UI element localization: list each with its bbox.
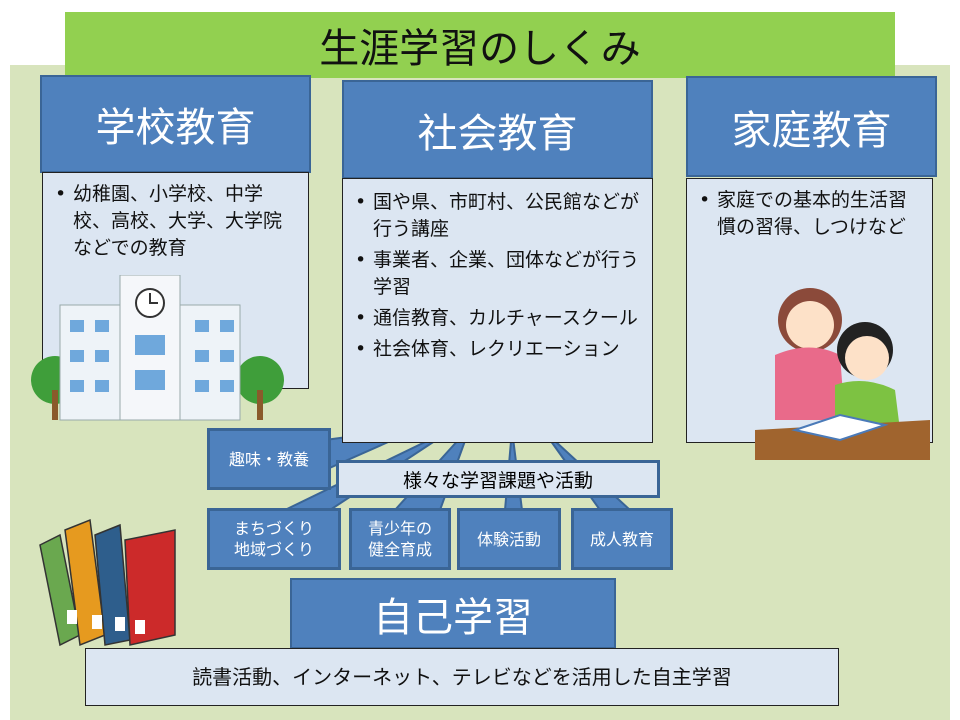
list-item: 通信教育、カルチャースクール xyxy=(353,305,642,332)
school-building-illustration xyxy=(31,275,284,421)
self-learning-header: 自己学習 xyxy=(290,578,616,649)
books-illustration xyxy=(39,518,176,647)
list-item: 事業者、企業、団体などが行う学習 xyxy=(353,247,642,301)
callout-youth-development: 青少年の 健全育成 xyxy=(349,508,451,570)
social-education-box: 国や県、市町村、公民館などが行う講座 事業者、企業、団体などが行う学習 通信教育… xyxy=(342,178,653,443)
page-title: 生涯学習のしくみ xyxy=(65,12,895,78)
parent-child-illustration xyxy=(755,288,930,460)
list-item: 社会体育、レクリエーション xyxy=(353,336,642,363)
home-education-header: 家庭教育 xyxy=(686,76,937,177)
self-learning-description: 読書活動、インターネット、テレビなどを活用した自主学習 xyxy=(85,648,839,706)
various-activities-box: 様々な学習課題や活動 xyxy=(336,460,660,498)
callout-experience-activities: 体験活動 xyxy=(457,508,561,570)
school-education-header: 学校教育 xyxy=(40,75,311,173)
callout-adult-education: 成人教育 xyxy=(571,508,673,570)
list-item: 幼稚園、小学校、中学校、高校、大学、大学院などでの教育 xyxy=(53,181,298,262)
social-education-header: 社会教育 xyxy=(342,80,653,179)
callout-community-building: まちづくり 地域づくり xyxy=(207,508,341,570)
list-item: 家庭での基本的生活習慣の習得、しつけなど xyxy=(697,187,922,241)
list-item: 国や県、市町村、公民館などが行う講座 xyxy=(353,189,642,243)
callout-hobby-culture: 趣味・教養 xyxy=(207,428,331,490)
